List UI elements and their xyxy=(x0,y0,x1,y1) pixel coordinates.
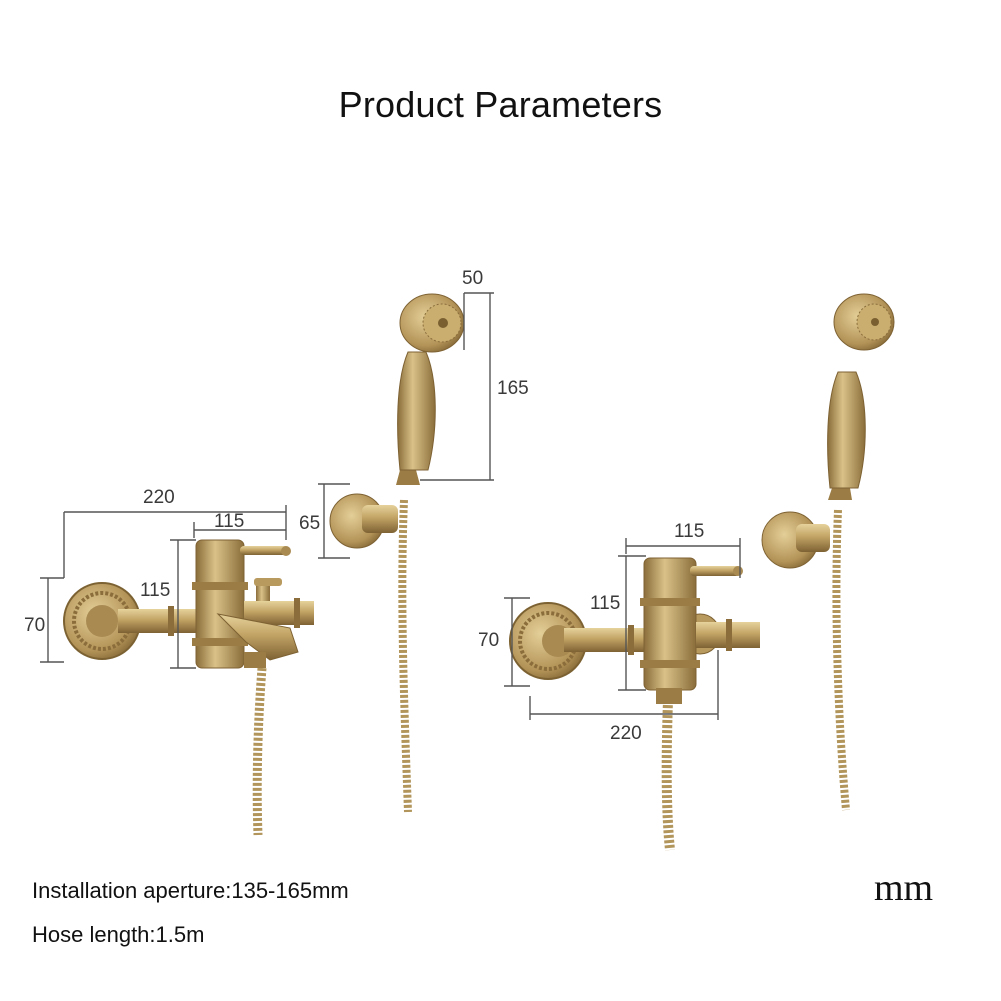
left-flange-height-label: 70 xyxy=(24,615,45,636)
left-holder-height-label: 65 xyxy=(299,513,320,534)
head-diameter-label: 50 xyxy=(462,268,483,289)
left-faucet-set xyxy=(63,539,314,836)
handset-length-label: 165 xyxy=(497,378,529,399)
right-faucet-set xyxy=(509,557,760,851)
unit-label: mm xyxy=(874,867,934,909)
left-handshower xyxy=(329,293,465,813)
left-body-height-label: 115 xyxy=(140,580,170,601)
left-body-width-label: 115 xyxy=(214,511,244,532)
right-flange-height-label: 70 xyxy=(478,630,499,651)
right-dimension-lines xyxy=(504,538,741,720)
right-body-height-label: 115 xyxy=(590,593,620,614)
right-handshower xyxy=(761,293,895,811)
page-title: Product Parameters xyxy=(338,84,663,125)
right-body-width-label: 115 xyxy=(674,521,704,542)
left-overall-width-label: 220 xyxy=(143,487,175,508)
hose-length-text: Hose length:1.5m xyxy=(32,922,205,947)
left-dimension-lines xyxy=(40,292,494,669)
right-overall-width-label: 220 xyxy=(610,723,642,744)
installation-aperture-text: Installation aperture:135-165mm xyxy=(32,878,349,903)
